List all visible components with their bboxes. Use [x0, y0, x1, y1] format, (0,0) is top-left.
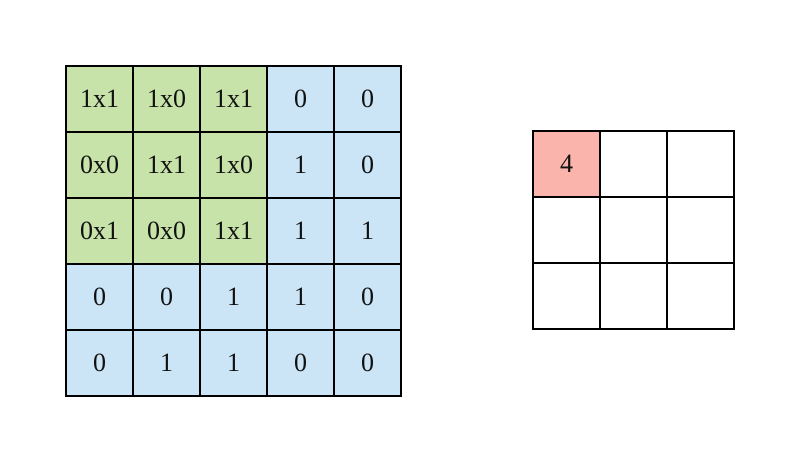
output-cell: [601, 264, 666, 328]
input-cell: 1: [201, 265, 266, 329]
output-matrix: 4: [532, 130, 735, 330]
input-kernel-cell: 1x0: [134, 67, 199, 131]
input-cell: 0: [134, 265, 199, 329]
output-cell: [668, 132, 733, 196]
input-kernel-cell: 1x1: [201, 199, 266, 263]
output-cell: [668, 198, 733, 262]
output-cell: [601, 132, 666, 196]
output-result-cell: 4: [534, 132, 599, 196]
input-cell: 0: [67, 331, 132, 395]
output-cell: [601, 198, 666, 262]
input-cell: 0: [335, 331, 400, 395]
input-kernel-cell: 0x0: [67, 133, 132, 197]
input-cell: 0: [335, 67, 400, 131]
input-kernel-cell: 1x1: [134, 133, 199, 197]
input-cell: 0: [335, 265, 400, 329]
input-cell: 1: [134, 331, 199, 395]
input-cell: 0: [268, 331, 333, 395]
output-cell: [534, 198, 599, 262]
input-cell: 0: [268, 67, 333, 131]
input-cell: 1: [201, 331, 266, 395]
input-kernel-cell: 0x1: [67, 199, 132, 263]
input-cell: 1: [335, 199, 400, 263]
input-kernel-cell: 0x0: [134, 199, 199, 263]
input-cell: 1: [268, 133, 333, 197]
output-cell: [668, 264, 733, 328]
input-cell: 1: [268, 199, 333, 263]
input-kernel-cell: 1x0: [201, 133, 266, 197]
input-cell: 1: [268, 265, 333, 329]
output-cell: [534, 264, 599, 328]
input-cell: 0: [335, 133, 400, 197]
input-kernel-cell: 1x1: [201, 67, 266, 131]
input-kernel-cell: 1x1: [67, 67, 132, 131]
input-cell: 0: [67, 265, 132, 329]
